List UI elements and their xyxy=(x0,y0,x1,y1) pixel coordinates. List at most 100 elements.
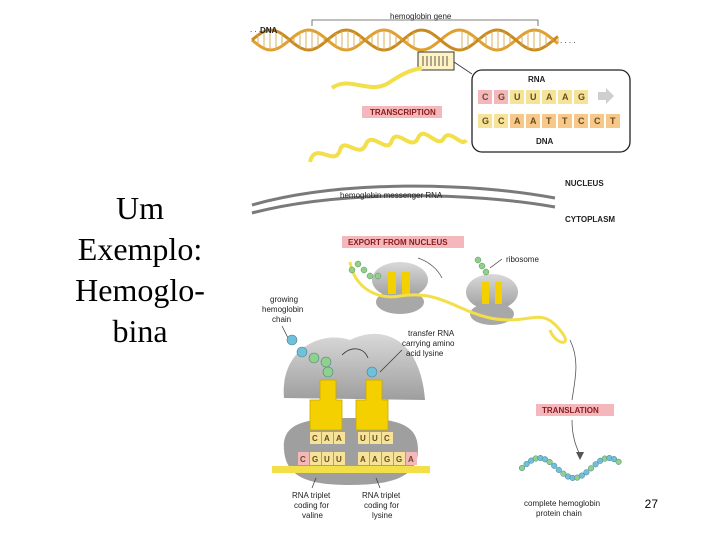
dna-base-tile xyxy=(510,114,524,128)
protein-bead xyxy=(587,465,595,472)
dna-base: G xyxy=(482,116,489,126)
dna-label: DNA xyxy=(260,26,278,35)
inset-rna-label: RNA xyxy=(528,75,546,84)
protein-bead xyxy=(518,464,526,472)
svg-text:lysine: lysine xyxy=(372,511,393,520)
dna-base-tile xyxy=(494,114,508,128)
anticodon-base: U xyxy=(360,434,366,443)
svg-text:RNA triplet: RNA triplet xyxy=(362,491,401,500)
dna-base: T xyxy=(546,116,552,126)
dna-base-tile xyxy=(558,114,572,128)
codon-tile xyxy=(370,452,381,465)
rna-base-tile xyxy=(526,90,540,104)
export-arrow xyxy=(417,257,443,279)
small-chain-right xyxy=(474,256,490,276)
codon-tile xyxy=(382,452,393,465)
cytoplasm-mrna xyxy=(348,261,567,344)
anticodon-tile xyxy=(382,432,393,444)
inset-dna-label: DNA xyxy=(536,137,554,146)
translation-arrow-bottom xyxy=(571,419,581,456)
direction-arrow-icon xyxy=(598,88,614,104)
dna-base-tile xyxy=(574,114,588,128)
growing-chain-pointer xyxy=(281,325,289,339)
valine-pointer xyxy=(311,477,317,489)
codon-tile xyxy=(298,452,309,465)
protein-bead xyxy=(555,466,562,473)
translation-banner xyxy=(536,404,614,416)
rna-base-tile xyxy=(542,90,556,104)
rna-base: G xyxy=(498,92,505,102)
protein-bead xyxy=(551,462,558,469)
anticodon-tile xyxy=(370,432,381,444)
dna-base-tile xyxy=(526,114,540,128)
dna-base-tile xyxy=(542,114,556,128)
protein-bead xyxy=(592,461,599,468)
protein-bead xyxy=(615,458,622,465)
codon-tile xyxy=(406,452,417,465)
rna-base-tile xyxy=(494,90,508,104)
dna-base-tile xyxy=(606,114,620,128)
dna-base-tile xyxy=(478,114,492,128)
codon-base: U xyxy=(324,455,330,464)
page-number: 27 xyxy=(644,497,658,511)
protein-bead xyxy=(610,456,618,463)
protein-bead xyxy=(560,470,567,477)
trna-left xyxy=(309,379,343,431)
codon-tile xyxy=(310,452,321,465)
mrna-coil xyxy=(308,131,468,163)
rna-base: U xyxy=(530,92,537,102)
protein-bead xyxy=(583,469,590,476)
gene-box-ticks xyxy=(422,56,448,66)
dna-base: C xyxy=(578,116,585,126)
anticodon-tile xyxy=(322,432,333,444)
nuclear-envelope xyxy=(251,184,556,215)
codon-tile xyxy=(334,452,345,465)
dna-base: A xyxy=(514,116,521,126)
svg-text:coding for: coding for xyxy=(294,501,329,510)
anticodon-base: C xyxy=(312,434,318,443)
svg-text:carrying amino: carrying amino xyxy=(402,339,455,348)
codon-base: G xyxy=(396,455,402,464)
dots-left: . . . . xyxy=(250,25,266,34)
svg-text:chain: chain xyxy=(272,315,291,324)
mrna-strand xyxy=(272,466,430,473)
codon-base: G xyxy=(312,455,318,464)
codon-base: C xyxy=(300,455,306,464)
triplet-lysine-label: RNA triplet coding for lysine xyxy=(362,491,401,520)
trna-right xyxy=(355,379,389,431)
translation-arrowhead-icon xyxy=(576,452,584,460)
codon-tile xyxy=(358,452,369,465)
svg-text:RNA triplet: RNA triplet xyxy=(292,491,331,500)
ribosome-pointer xyxy=(489,258,503,269)
dna-base: T xyxy=(610,116,616,126)
slide-title: Um Exemplo: Hemoglo- bina xyxy=(75,190,205,349)
rna-base-tile xyxy=(510,90,524,104)
svg-text:coding for: coding for xyxy=(364,501,399,510)
nucleus-label: NUCLEUS xyxy=(565,179,604,188)
dna-base: C xyxy=(498,116,505,126)
rna-base: C xyxy=(482,92,489,102)
cytoplasm-label: CYTOPLASM xyxy=(565,215,615,224)
dna-base-tile xyxy=(590,114,604,128)
anticodon-tile xyxy=(310,432,321,444)
ribosome-small-left xyxy=(372,262,428,314)
growing-chain-label: growing hemoglobin chain xyxy=(262,295,303,324)
transcription-label: TRANSCRIPTION xyxy=(370,108,436,117)
codon-base: A xyxy=(360,455,366,464)
ribosome-small-right xyxy=(466,274,518,325)
zoom-line xyxy=(453,61,473,75)
translation-arrow-top xyxy=(569,339,577,401)
dna-base: T xyxy=(562,116,568,126)
dna-base: C xyxy=(594,116,601,126)
lysine-pointer xyxy=(375,477,381,489)
svg-text:protein chain: protein chain xyxy=(536,509,582,518)
translation-label: TRANSLATION xyxy=(542,406,599,415)
codon-base: A xyxy=(372,455,378,464)
svg-text:valine: valine xyxy=(302,511,323,520)
peptide-arrow xyxy=(341,348,369,359)
triplet-valine-label: RNA triplet coding for valine xyxy=(292,491,331,520)
svg-text:hemoglobin: hemoglobin xyxy=(262,305,303,314)
anticodon-tile xyxy=(334,432,345,444)
